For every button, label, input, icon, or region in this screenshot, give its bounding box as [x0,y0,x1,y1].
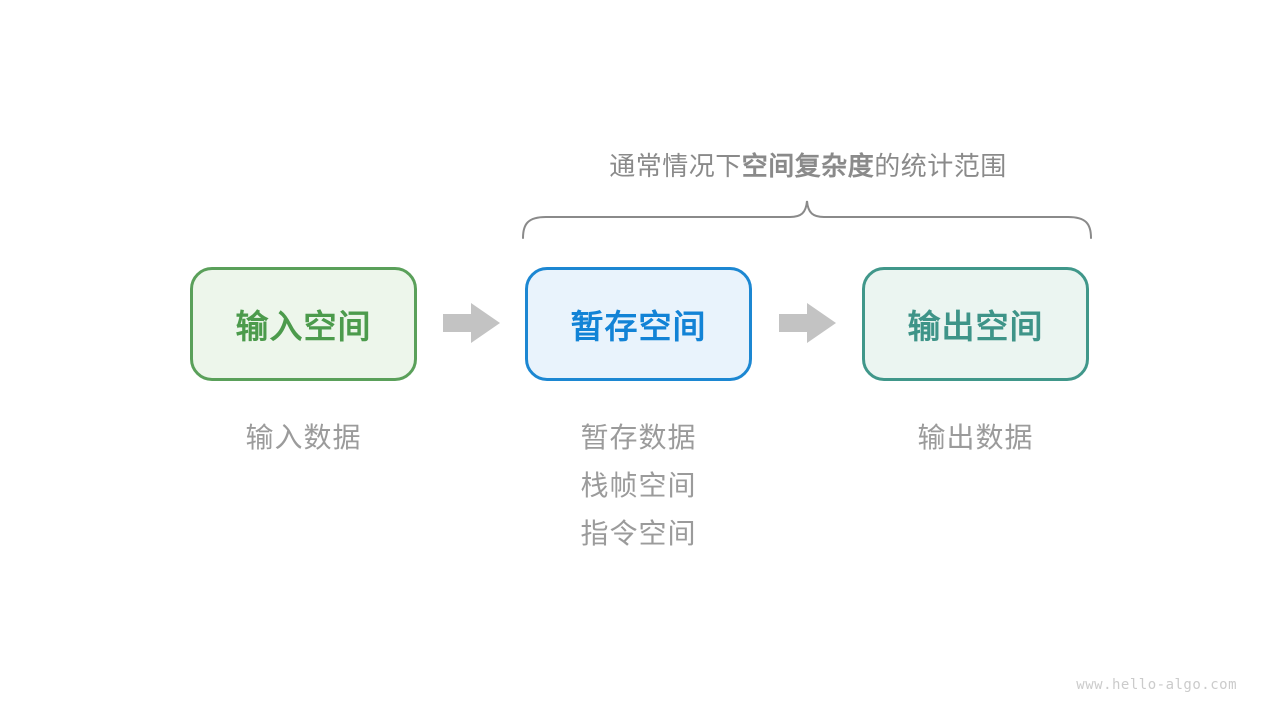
scope-title-suffix: 的统计范围 [874,151,1007,181]
box-input-space-label: 输入空间 [235,308,372,345]
scope-title-prefix: 通常情况下 [609,151,742,181]
arrow-right-icon [779,303,836,343]
annotations-input-space: 输入数据 [190,421,417,455]
arrow-right-icon [443,303,500,343]
annotation-label: 暂存数据 [580,422,697,453]
box-temporary-space: 暂存空间 [525,267,752,381]
box-output-space: 输出空间 [862,267,1089,381]
annotation-label: 输出数据 [917,422,1034,453]
annotations-output-space: 输出数据 [862,421,1089,455]
curly-brace-icon [522,200,1092,239]
box-output-space-label: 输出空间 [907,308,1044,345]
annotation-label: 指令空间 [580,518,697,549]
watermark: www.hello-algo.com [1076,677,1237,693]
scope-title-bold: 空间复杂度 [741,151,875,181]
annotations-temporary-space: 暂存数据 栈帧空间 指令空间 [525,421,752,551]
box-input-space: 输入空间 [190,267,417,381]
annotation-label: 输入数据 [245,422,362,453]
box-temporary-space-label: 暂存空间 [570,308,707,345]
scope-title: 通常情况下空间复杂度的统计范围 [523,146,1093,183]
annotation-label: 栈帧空间 [580,470,697,501]
